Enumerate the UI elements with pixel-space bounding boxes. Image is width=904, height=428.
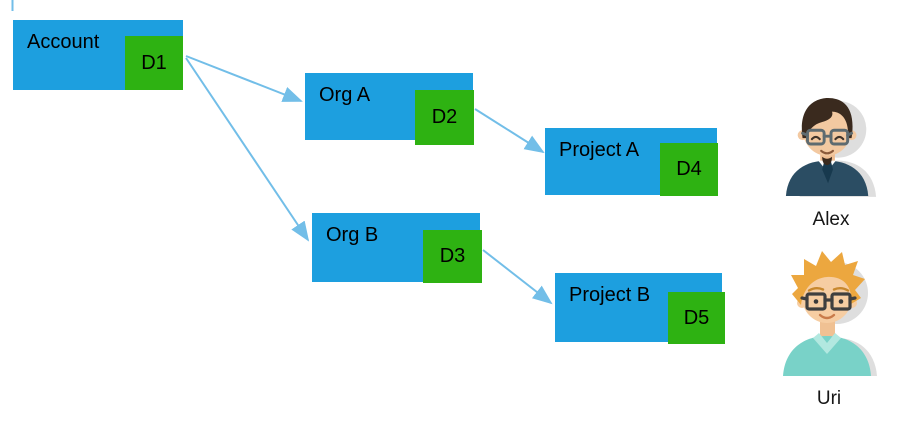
node-org-a-label: Org A	[319, 84, 371, 106]
node-org-b: Org B D3	[312, 213, 482, 283]
edge-d1-to-org-b	[185, 57, 310, 242]
avatar-uri-icon	[783, 251, 877, 376]
avatar-alex-icon	[785, 97, 877, 197]
node-account: Account D1	[13, 20, 183, 90]
node-org-a: Org A D2	[305, 73, 474, 145]
node-project-a-label: Project A	[559, 139, 640, 161]
node-project-b: Project B D5	[555, 273, 725, 344]
edge-d1-to-org-a	[185, 55, 303, 102]
node-project-a: Project A D4	[545, 128, 718, 196]
node-project-b-label: Project B	[569, 284, 651, 306]
badge-d2: D2	[415, 90, 474, 145]
badge-d1: D1	[125, 36, 183, 90]
node-org-b-label: Org B	[326, 224, 379, 246]
edge-d3-to-project-b	[482, 249, 553, 305]
edge-d2-to-project-a	[474, 108, 545, 154]
badge-d5: D5	[668, 292, 725, 344]
user-uri-name: Uri	[816, 388, 842, 409]
badge-d3: D3	[423, 230, 482, 283]
badge-d4: D4	[660, 143, 718, 196]
user-uri: Uri	[774, 248, 884, 410]
user-alex-name: Alex	[812, 209, 850, 230]
user-alex: Alex	[776, 91, 886, 231]
node-account-label: Account	[27, 31, 100, 53]
